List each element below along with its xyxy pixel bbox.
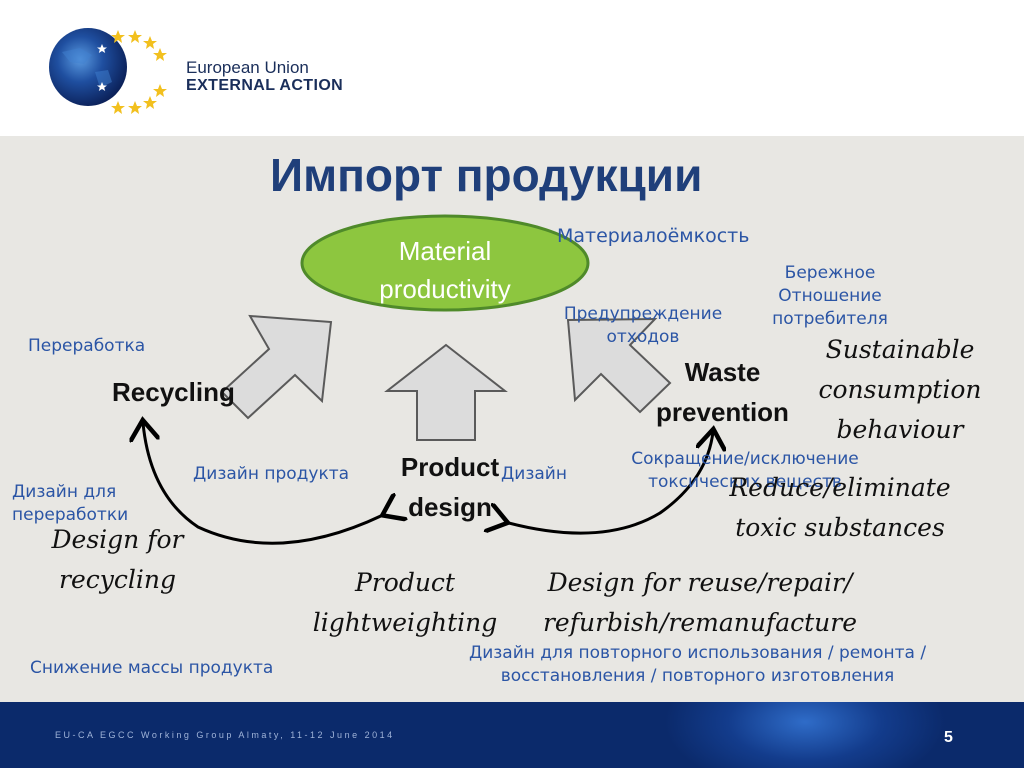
reduce-toxic-label: Reduce/eliminate toxic substances (729, 473, 951, 542)
recycling-design-curve-arrow (143, 423, 385, 545)
eu-stars-icon (111, 30, 167, 114)
product-lightweighting-label: Product lightweighting (312, 568, 498, 637)
footer-event-text: EU-CA EGCC Working Group Almaty, 11-12 J… (55, 730, 395, 740)
right-up-arrow-icon (566, 317, 672, 414)
ru-design-for-reuse: Дизайн для повторного использования / ре… (468, 643, 927, 686)
eu-external-action-logo (49, 28, 167, 114)
design-for-reuse-label: Design for reuse/repair/ refurbish/reman… (542, 568, 857, 637)
ru-careful-attitude: Бережное Отношение потребителя (772, 263, 888, 329)
design-for-recycling-label: Design for recycling (51, 525, 184, 594)
ru-material-intensity: Материалоёмкость (557, 225, 750, 247)
material-productivity-label: Material productivity (379, 236, 511, 304)
logo-line1: European Union (186, 58, 309, 77)
ru-design: Дизайн (501, 464, 567, 484)
ru-design-for-recycling: Дизайн для переработки (12, 482, 129, 525)
slide-title: Импорт продукции (270, 149, 703, 201)
header-bar (0, 0, 1024, 136)
globe-icon (49, 28, 127, 106)
footer-bar (0, 702, 1024, 768)
center-up-arrow-icon (384, 343, 508, 441)
ru-product-design: Дизайн продукта (193, 464, 350, 484)
waste-prevention-label: Waste prevention (656, 357, 789, 427)
page-number: 5 (944, 729, 953, 746)
material-productivity-ellipse (300, 214, 590, 312)
ru-waste-prevention: Предупреждение отходов (563, 304, 723, 347)
recycling-label: Recycling (112, 377, 235, 407)
logo-line2: EXTERNAL ACTION (186, 77, 344, 94)
sustainable-consumption-label: Sustainable consumption behaviour (818, 335, 982, 444)
left-up-arrow-icon (220, 314, 333, 420)
ru-recycling: Переработка (28, 336, 146, 356)
ru-reduce-toxic: Сокращение/исключение токсических вещест… (631, 449, 859, 492)
waste-design-curve-arrow (505, 432, 713, 535)
ru-mass-reduction: Снижение массы продукта (30, 658, 274, 678)
product-design-label: Product design (400, 452, 500, 522)
